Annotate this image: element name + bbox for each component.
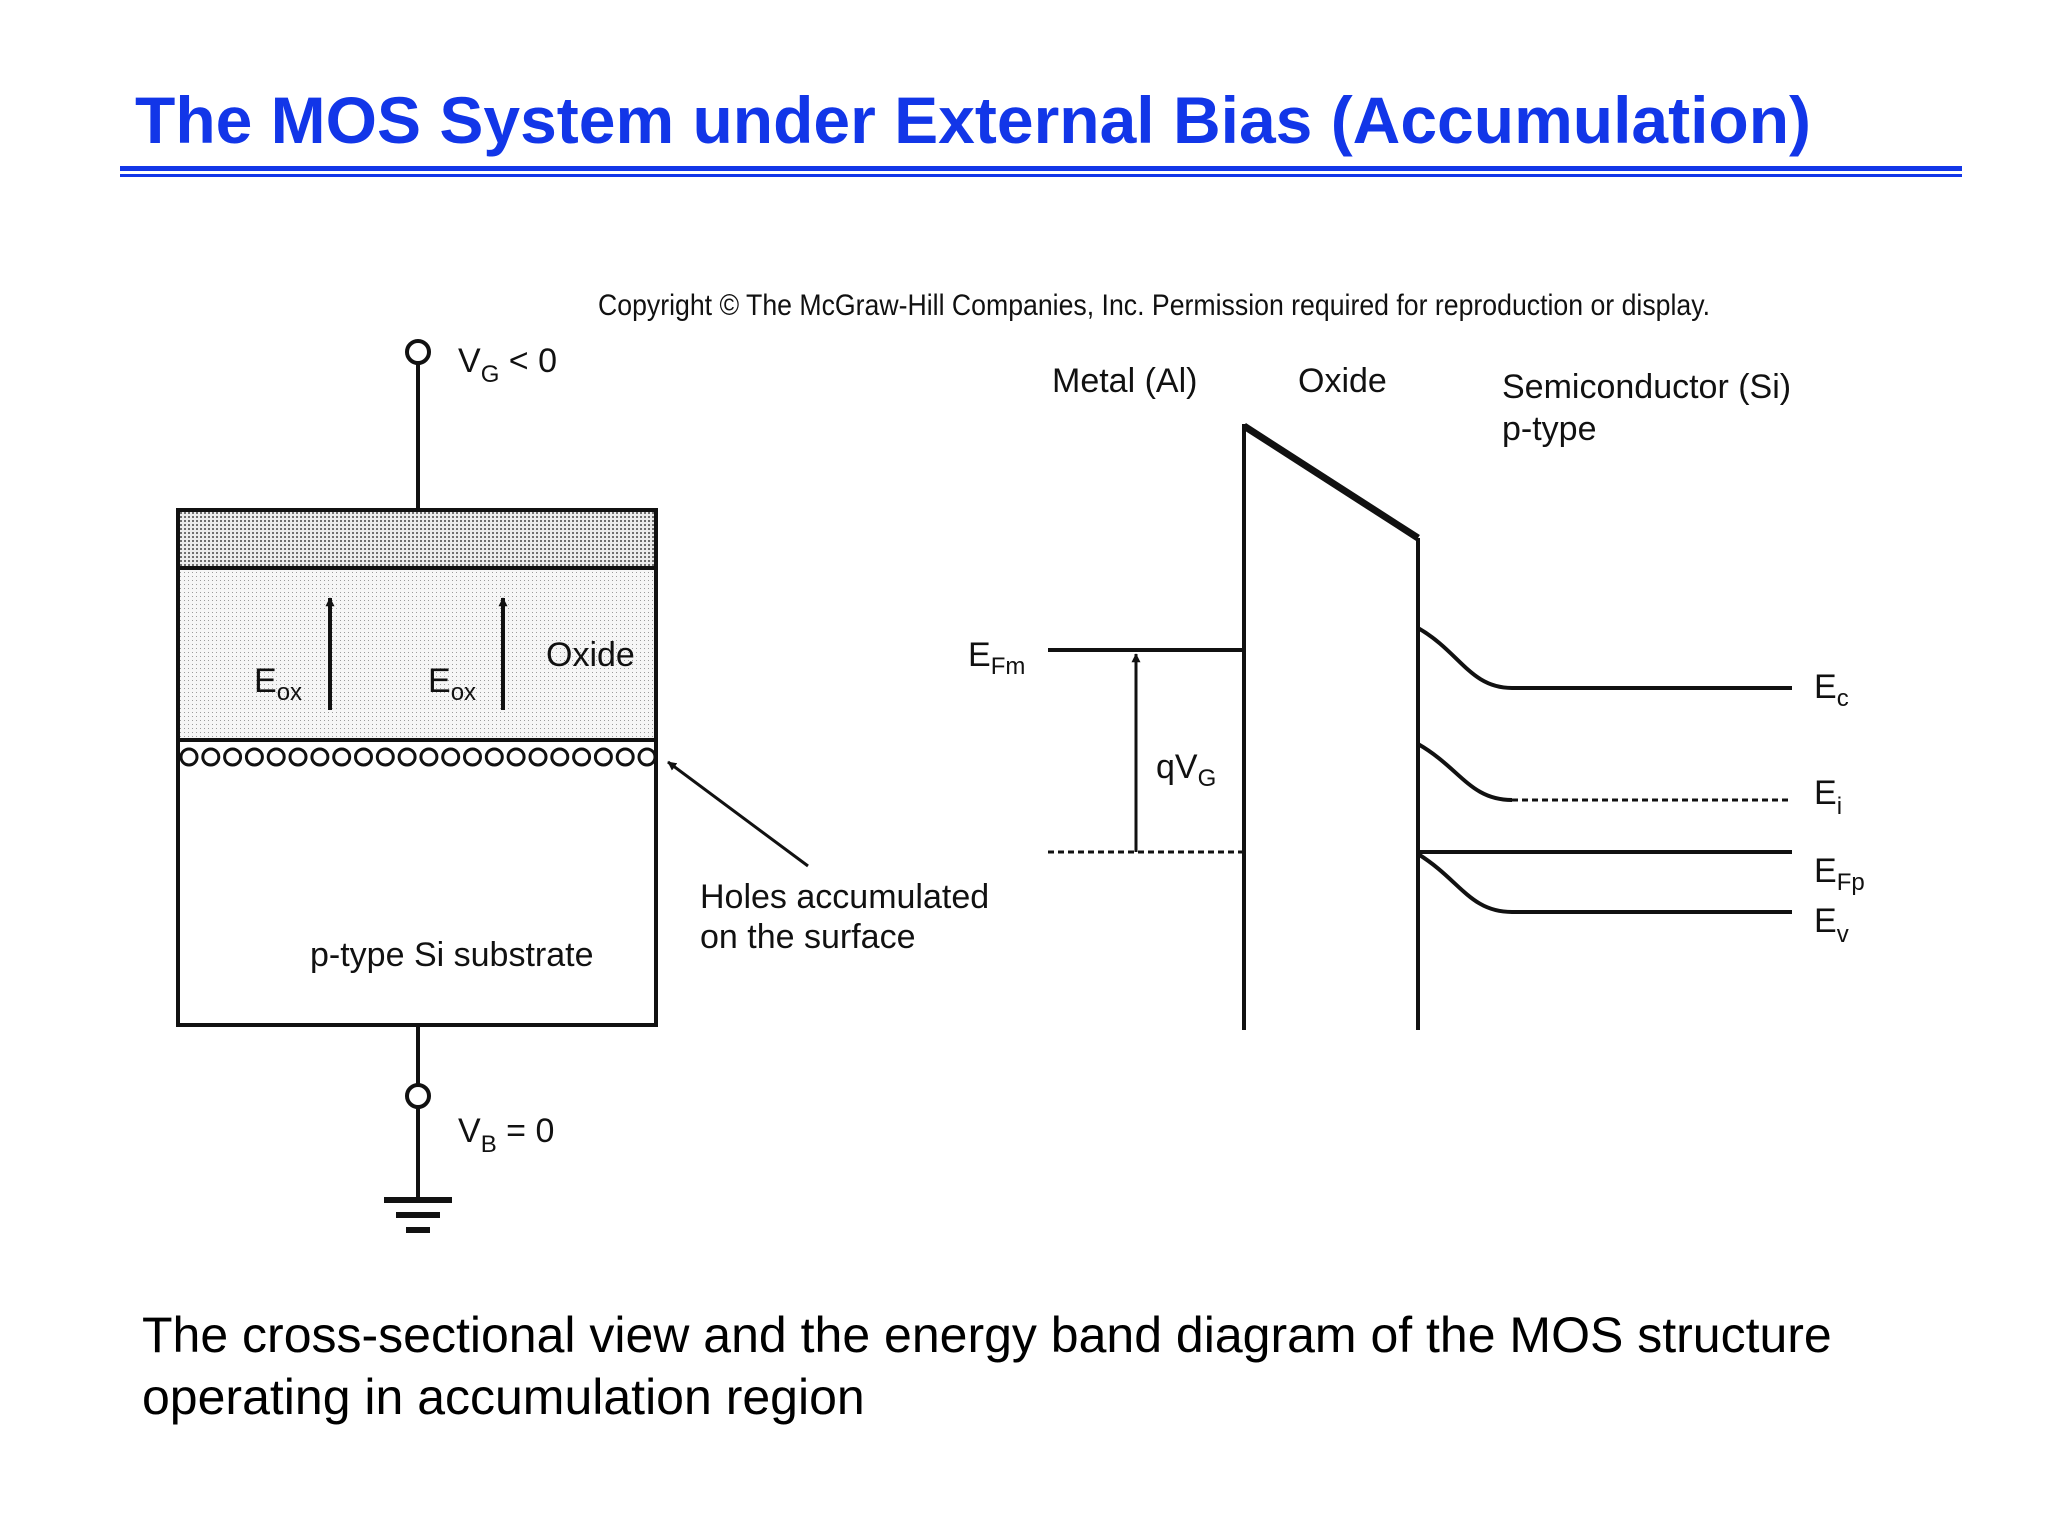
hole-symbol	[637, 747, 657, 767]
holes-pointer-arrow	[667, 760, 809, 868]
ev-label: Ev	[1814, 902, 1849, 948]
hole-symbol	[615, 747, 635, 767]
efm-label: EFm	[968, 636, 1025, 680]
hole-symbol	[506, 747, 526, 767]
hole-symbol	[201, 747, 221, 767]
hole-symbol	[550, 747, 570, 767]
substrate-label: p-type Si substrate	[310, 936, 593, 974]
cross-section-view: VG < 0 Eox Eox Oxide Holes accumulated	[176, 339, 989, 1233]
semiconductor-label: Semiconductor (Si)	[1502, 368, 1791, 406]
ground-icon	[384, 1197, 452, 1233]
eox-label: Eox	[254, 662, 302, 706]
hole-symbol	[441, 747, 461, 767]
semiconductor-type-label: p-type	[1502, 410, 1597, 448]
hole-symbol	[332, 747, 352, 767]
gate-voltage-label: VG < 0	[458, 342, 557, 388]
hole-symbol	[244, 747, 264, 767]
title-underline-secondary	[120, 174, 1962, 177]
conduction-band-edge	[1417, 626, 1792, 690]
intrinsic-level-curve	[1417, 742, 1513, 802]
hole-symbol	[397, 747, 417, 767]
hole-symbol	[288, 747, 308, 767]
hole-symbol	[354, 747, 373, 767]
oxide-barrier-top	[1242, 423, 1420, 541]
hole-symbol	[179, 747, 199, 767]
hole-symbol	[484, 747, 504, 767]
energy-band-diagram: Metal (Al) Oxide Semiconductor (Si) p-ty…	[968, 362, 1865, 1030]
copyright-notice: Copyright © The McGraw-Hill Companies, I…	[598, 289, 1710, 322]
gate-metal-layer	[176, 508, 658, 570]
accumulated-holes	[179, 747, 657, 767]
slide-title: The MOS System under External Bias (Accu…	[135, 83, 1812, 157]
hole-symbol	[266, 747, 286, 767]
hole-symbol	[572, 747, 592, 767]
metal-label: Metal (Al)	[1052, 362, 1197, 400]
gate-terminal-icon	[405, 339, 431, 365]
valence-band-edge	[1416, 852, 1792, 914]
substrate-block	[176, 738, 658, 1027]
hole-symbol	[223, 747, 243, 767]
holes-label-line2: on the surface	[700, 918, 915, 956]
body-terminal-icon	[405, 1083, 431, 1109]
hole-symbol	[375, 747, 395, 767]
figure-caption: The cross-sectional view and the energy …	[142, 1304, 1962, 1428]
body-voltage-label: VB = 0	[458, 1112, 554, 1158]
hole-symbol	[528, 747, 548, 767]
qvg-label: qVG	[1156, 748, 1216, 792]
band-oxide-label: Oxide	[1298, 362, 1387, 400]
efp-label: EFp	[1814, 852, 1865, 896]
hole-symbol	[463, 747, 482, 767]
ec-label: Ec	[1814, 668, 1849, 712]
holes-label-line1: Holes accumulated	[700, 878, 989, 916]
caption-line-2: operating in accumulation region	[142, 1369, 865, 1425]
eox-label: Eox	[428, 662, 476, 706]
hole-symbol	[310, 747, 330, 767]
hole-symbol	[593, 747, 613, 767]
ei-label: Ei	[1814, 774, 1842, 820]
caption-line-1: The cross-sectional view and the energy …	[142, 1307, 1832, 1363]
oxide-layer	[176, 566, 658, 742]
mos-figure: Copyright © The McGraw-Hill Companies, I…	[176, 289, 1865, 1233]
title-underline	[120, 166, 1962, 171]
oxide-label: Oxide	[546, 636, 635, 674]
hole-symbol	[419, 747, 439, 767]
